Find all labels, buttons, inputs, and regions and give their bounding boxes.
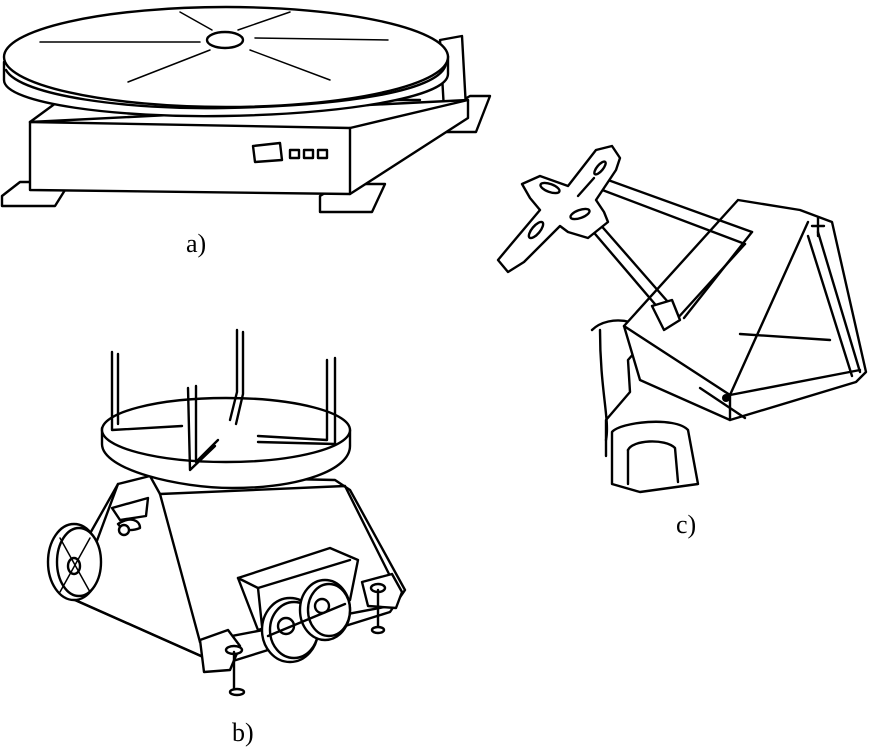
- panel-b-side-wheel: [46, 522, 103, 602]
- panel-c-arm-frame: [588, 174, 754, 332]
- panel-b-handle: [110, 496, 150, 537]
- panel-a-caption: a): [186, 229, 207, 258]
- panel-c-tilting-positioner: [496, 144, 868, 494]
- panel-c-cross-clamp: [496, 144, 622, 274]
- panel-c-floor-shape: [590, 319, 652, 458]
- panel-c-side-rod: [806, 216, 862, 378]
- panel-a-rotary-table: [0, 5, 492, 214]
- panel-b-caption: b): [232, 718, 254, 747]
- panel-c-stand-block: [610, 420, 700, 494]
- panel-b-leveling-feet: [198, 572, 404, 697]
- panel-a-turntable: [2, 5, 450, 118]
- panel-b-mobile-positioner: [46, 328, 407, 697]
- panel-c-caption: c): [676, 510, 697, 539]
- panel-a-base-box: [28, 98, 470, 196]
- panel-a-slots: [39, 11, 389, 83]
- panel-a-control-panel: [251, 141, 329, 164]
- panel-c-tilt-frame: [622, 198, 868, 422]
- panel-b-front-wheels: [260, 578, 352, 664]
- panel-b-clamp-arms: [110, 328, 337, 472]
